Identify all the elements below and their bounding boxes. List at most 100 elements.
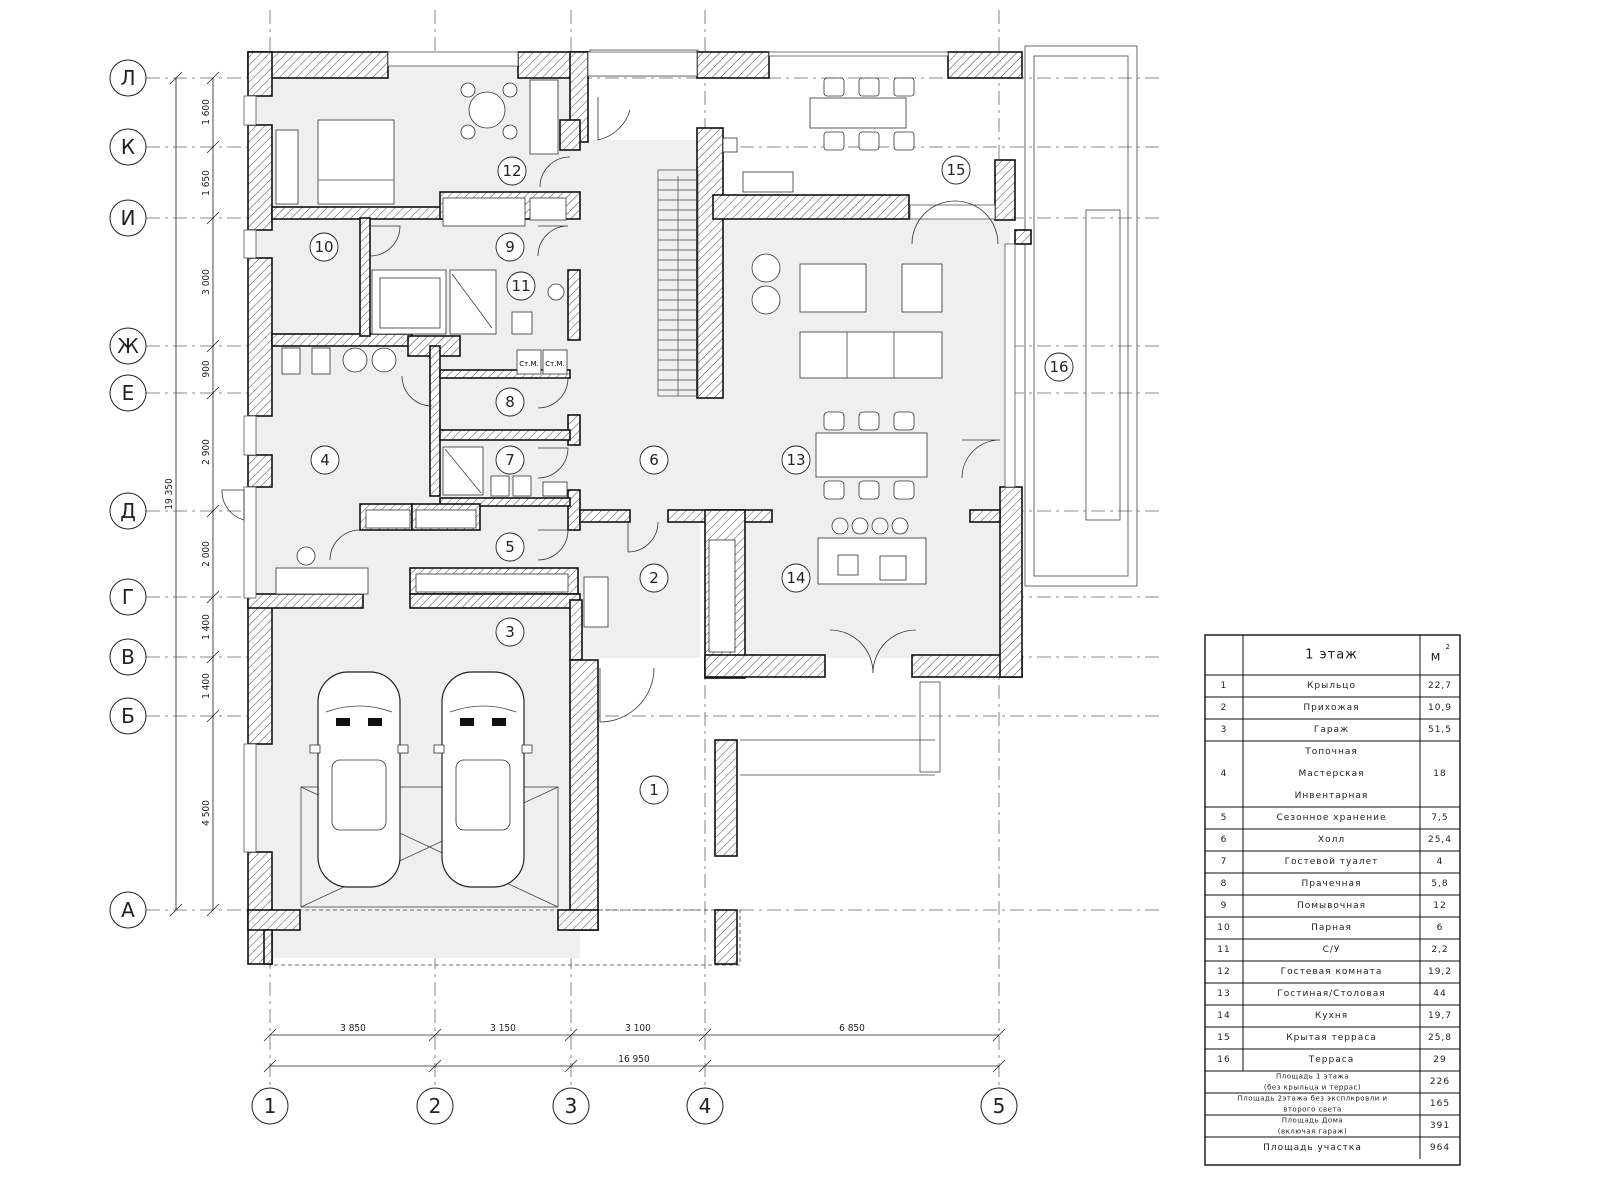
table-total-value: 964	[1430, 1143, 1450, 1153]
axis-row-label: И	[121, 206, 136, 230]
room-marker-10	[309, 232, 339, 262]
axis-col-label: 3	[565, 1094, 578, 1118]
table-row-number: 2	[1221, 703, 1228, 713]
table-row-area: 25,4	[1428, 835, 1452, 845]
axis-row-0	[109, 59, 147, 97]
car-icon	[433, 671, 533, 888]
dimension-chains: 1 600 1 650 3 000 900 2 900 2 000 1 400 …	[164, 71, 1006, 1073]
car-icon	[309, 671, 409, 888]
table-row-name: Гостевая комната	[1281, 967, 1383, 977]
table-row-number: 8	[1221, 879, 1228, 889]
room-number: 14	[786, 569, 805, 587]
table-row-number: 11	[1217, 945, 1230, 955]
table-row-name: С/У	[1323, 945, 1341, 955]
axis-row-label: Ж	[117, 334, 139, 358]
axis-row-6	[109, 578, 147, 616]
axis-col-2	[552, 1087, 590, 1125]
room-marker-3	[495, 617, 525, 647]
dim-v-5: 2 000	[201, 541, 212, 567]
table-row-number: 4	[1221, 769, 1228, 779]
dim-v-1: 1 650	[201, 170, 212, 196]
room-number: 9	[505, 238, 515, 256]
table-unit-sup: 2	[1446, 643, 1451, 651]
furnishing: Ст.М. Ст.М.	[275, 77, 943, 653]
room-number: 3	[505, 623, 515, 641]
table-row-area: 19,2	[1428, 967, 1452, 977]
table-row-name: Инвентарная	[1295, 791, 1369, 801]
table-row-number: 1	[1221, 681, 1228, 691]
dim-h-0: 3 850	[340, 1023, 366, 1034]
table-row-area: 2,2	[1431, 945, 1448, 955]
table-row-name: Терраса	[1308, 1055, 1354, 1065]
table-row-number: 13	[1217, 989, 1230, 999]
room-number: 15	[946, 161, 965, 179]
dim-v-total: 19 350	[164, 478, 175, 510]
room-marker-1	[639, 775, 669, 805]
axis-col-0	[251, 1087, 289, 1125]
table-unit: м	[1431, 650, 1442, 665]
table-row-name: Крыльцо	[1307, 681, 1356, 691]
room-marker-5	[495, 532, 525, 562]
room-marker-16	[1044, 352, 1074, 382]
table-row-name: Прачечная	[1302, 879, 1362, 889]
table-total-value: 391	[1430, 1121, 1450, 1131]
table-total-label: (без крыльца и террас)	[1264, 1084, 1361, 1092]
room-marker-4	[310, 445, 340, 475]
table-row-number: 3	[1221, 725, 1228, 735]
table-row-area: 22,7	[1428, 681, 1452, 691]
table-row-name: Сезонное хранение	[1276, 813, 1386, 823]
dim-v-7: 1 400	[201, 673, 212, 699]
room-number: 10	[314, 238, 333, 256]
axis-col-label: 2	[429, 1094, 442, 1118]
staircase	[657, 169, 699, 397]
room-number: 2	[649, 569, 659, 587]
table-total-label: второго света	[1283, 1106, 1342, 1114]
table-row-area: 44	[1433, 989, 1446, 999]
dim-v-4: 2 900	[201, 439, 212, 465]
washer-label-1: Ст.М.	[519, 360, 538, 368]
axis-col-label: 1	[264, 1094, 277, 1118]
room-number: 6	[649, 451, 659, 469]
table-row-area: 7,5	[1431, 813, 1448, 823]
table-total-label: Площадь Дома	[1282, 1117, 1343, 1125]
room-marker-6	[639, 445, 669, 475]
table-row-area: 18	[1433, 769, 1446, 779]
dim-v-3: 900	[201, 360, 212, 377]
table-row-area: 6	[1437, 923, 1444, 933]
table-total-value: 165	[1430, 1099, 1450, 1109]
axis-row-9	[109, 891, 147, 929]
axis-row-8	[109, 697, 147, 735]
dim-h-total: 16 950	[618, 1054, 650, 1065]
dim-v-0: 1 600	[201, 99, 212, 125]
room-number: 13	[786, 451, 805, 469]
table-row-name: Гараж	[1314, 725, 1349, 735]
table-row-area: 51,5	[1428, 725, 1452, 735]
room-number: 7	[505, 451, 515, 469]
table-row-number: 5	[1221, 813, 1228, 823]
table-total-label: Площадь 1 этажа	[1276, 1073, 1349, 1081]
room-number: 4	[320, 451, 330, 469]
axis-col-label: 5	[993, 1094, 1006, 1118]
room-number: 16	[1049, 358, 1068, 376]
washer-label-2: Ст.М.	[545, 360, 564, 368]
table-row-name: Гостиная/Столовая	[1277, 989, 1385, 999]
axis-row-label: А	[121, 898, 135, 922]
axis-row-label: Д	[120, 499, 136, 523]
table-row-area: 5,8	[1431, 879, 1448, 889]
table-row-number: 15	[1217, 1033, 1230, 1043]
axis-row-3	[109, 327, 147, 365]
table-row-name: Прихожая	[1303, 703, 1359, 713]
table-total-label: (включая гараж)	[1278, 1128, 1348, 1136]
axis-row-label: В	[121, 645, 135, 669]
axis-row-label: Е	[122, 381, 135, 405]
room-number: 1	[649, 781, 659, 799]
table-row-area: 19,7	[1428, 1011, 1452, 1021]
table-row-name: Холл	[1318, 835, 1345, 845]
table-row-number: 16	[1217, 1055, 1230, 1065]
garage-cars	[300, 671, 559, 908]
table-row-area: 12	[1433, 901, 1446, 911]
axis-row-label: Л	[120, 66, 135, 90]
